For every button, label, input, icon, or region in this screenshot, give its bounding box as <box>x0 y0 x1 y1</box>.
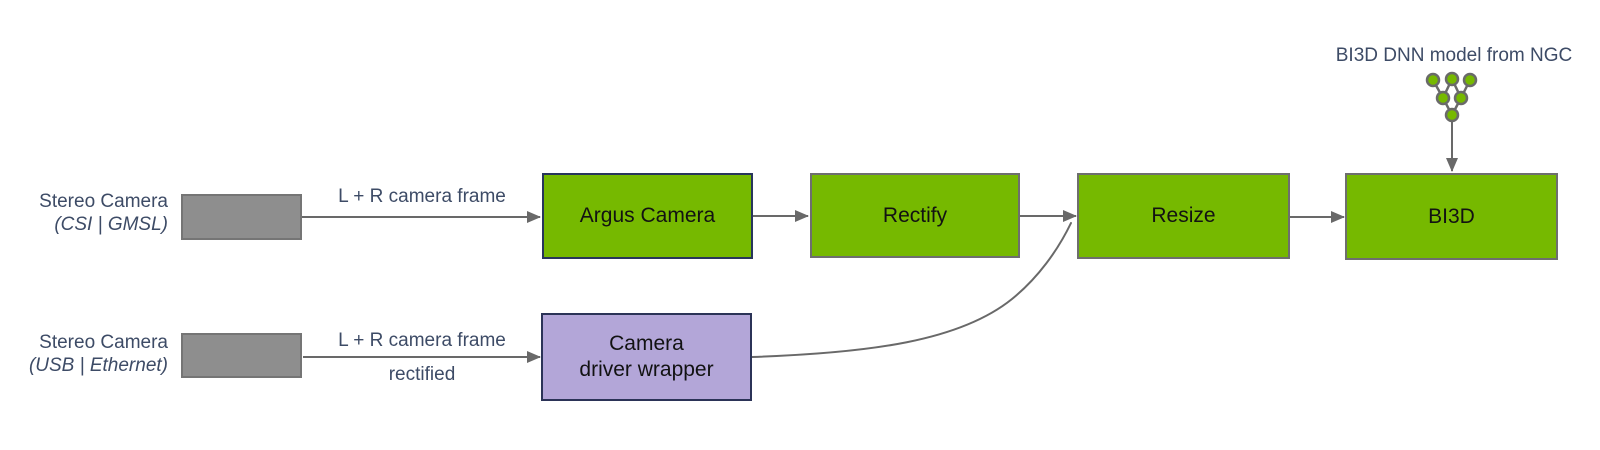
node-camera-driver-wrapper-label-line2: driver wrapper <box>579 358 714 381</box>
arrow-label-camera2: L + R camera frame <box>338 330 506 351</box>
node-camera-driver-wrapper: Camera driver wrapper <box>541 313 752 401</box>
source1-name: Stereo Camera <box>39 191 168 212</box>
source1-label: Stereo Camera (CSI | GMSL) <box>18 190 168 236</box>
node-argus-camera-label: Argus Camera <box>579 204 716 227</box>
source2-name: Stereo Camera <box>39 332 168 353</box>
stereo-camera-csi-icon <box>181 194 302 240</box>
source2-interface: (USB | Ethernet) <box>28 355 168 376</box>
curve-wrapper-to-resize <box>751 222 1072 358</box>
node-resize-label: Resize <box>1151 204 1216 227</box>
node-rectify: Rectify <box>810 173 1020 258</box>
node-argus-camera: Argus Camera <box>542 173 753 259</box>
dnn-model-source-label: BI3D DNN model from NGC <box>1335 45 1573 66</box>
stereo-camera-usb-icon <box>181 333 302 378</box>
node-rectify-label: Rectify <box>882 203 948 227</box>
node-camera-driver-wrapper-label-line1: Camera <box>609 332 684 355</box>
dnn-model-icon <box>1425 71 1478 123</box>
node-resize: Resize <box>1077 173 1290 259</box>
arrow-label-camera1: L + R camera frame <box>338 186 506 207</box>
node-bi3d: BI3D <box>1345 173 1558 260</box>
arrow-sublabel-camera2: rectified <box>388 364 456 385</box>
source2-label: Stereo Camera (USB | Ethernet) <box>18 331 168 377</box>
node-bi3d-label: BI3D <box>1428 204 1475 228</box>
source1-interface: (CSI | GMSL) <box>54 214 168 235</box>
